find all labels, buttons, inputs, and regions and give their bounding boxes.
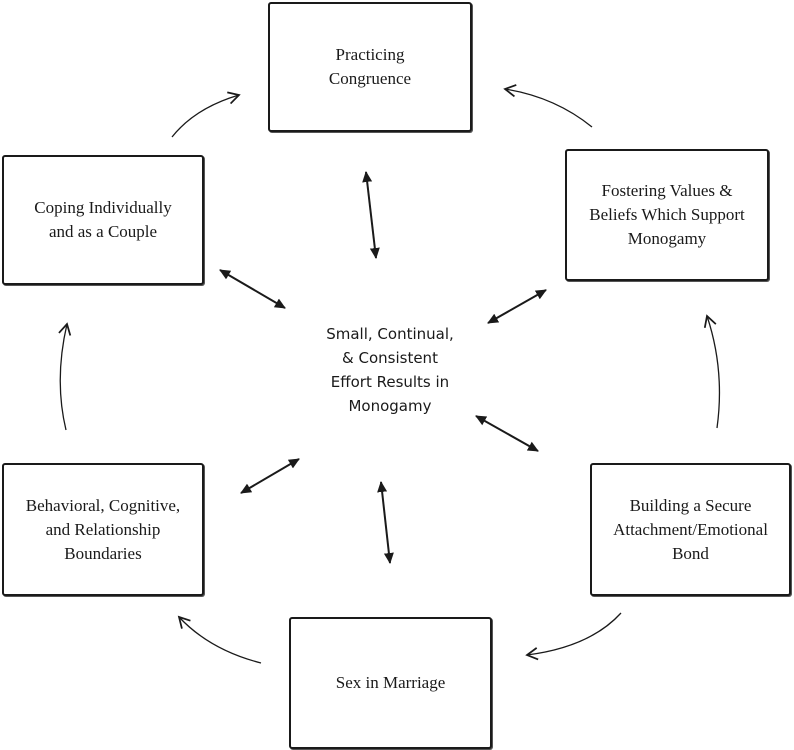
node-practicing-congruence-label: Practicing Congruence [328, 45, 412, 88]
node-secure-attachment: Building a Secure Attachment/Emotional B… [590, 463, 791, 596]
node-coping-label: Coping Individually and as a Couple [34, 198, 172, 241]
node-coping: Coping Individually and as a Couple [2, 155, 204, 285]
node-boundaries: Behavioral, Cognitive, and Relationship … [2, 463, 204, 596]
node-secure-attachment-label: Building a Secure Attachment/Emotional B… [613, 495, 768, 563]
link-center-values [487, 289, 547, 324]
node-sex-in-marriage: Sex in Marriage [289, 617, 492, 749]
node-boundaries-label: Behavioral, Cognitive, and Relationship … [25, 495, 181, 563]
link-center-congruence [362, 171, 380, 259]
node-fostering-values: Fostering Values & Beliefs Which Support… [565, 149, 769, 281]
node-sex-in-marriage-label: Sex in Marriage [335, 673, 446, 692]
link-center-coping [219, 269, 286, 309]
node-fostering-values-label: Fostering Values & Beliefs Which Support… [589, 181, 745, 248]
cycle-arrow-attachment-to-sex [525, 612, 622, 661]
cycle-arrow-coping-to-congruence [171, 91, 241, 138]
link-center-attachment [475, 415, 539, 452]
link-center-sex [377, 481, 394, 564]
cycle-arrow-boundaries-to-coping [58, 322, 72, 431]
node-practicing-congruence: Practicing Congruence [268, 2, 472, 132]
link-center-boundaries [240, 458, 300, 494]
cycle-arrow-congruence-to-values [503, 84, 593, 128]
cycle-arrow-values-to-attachment [703, 314, 721, 429]
cycle-arrow-sex-to-boundaries [177, 615, 262, 664]
center-label: Small, Continual, & Consistent Effort Re… [326, 325, 454, 415]
